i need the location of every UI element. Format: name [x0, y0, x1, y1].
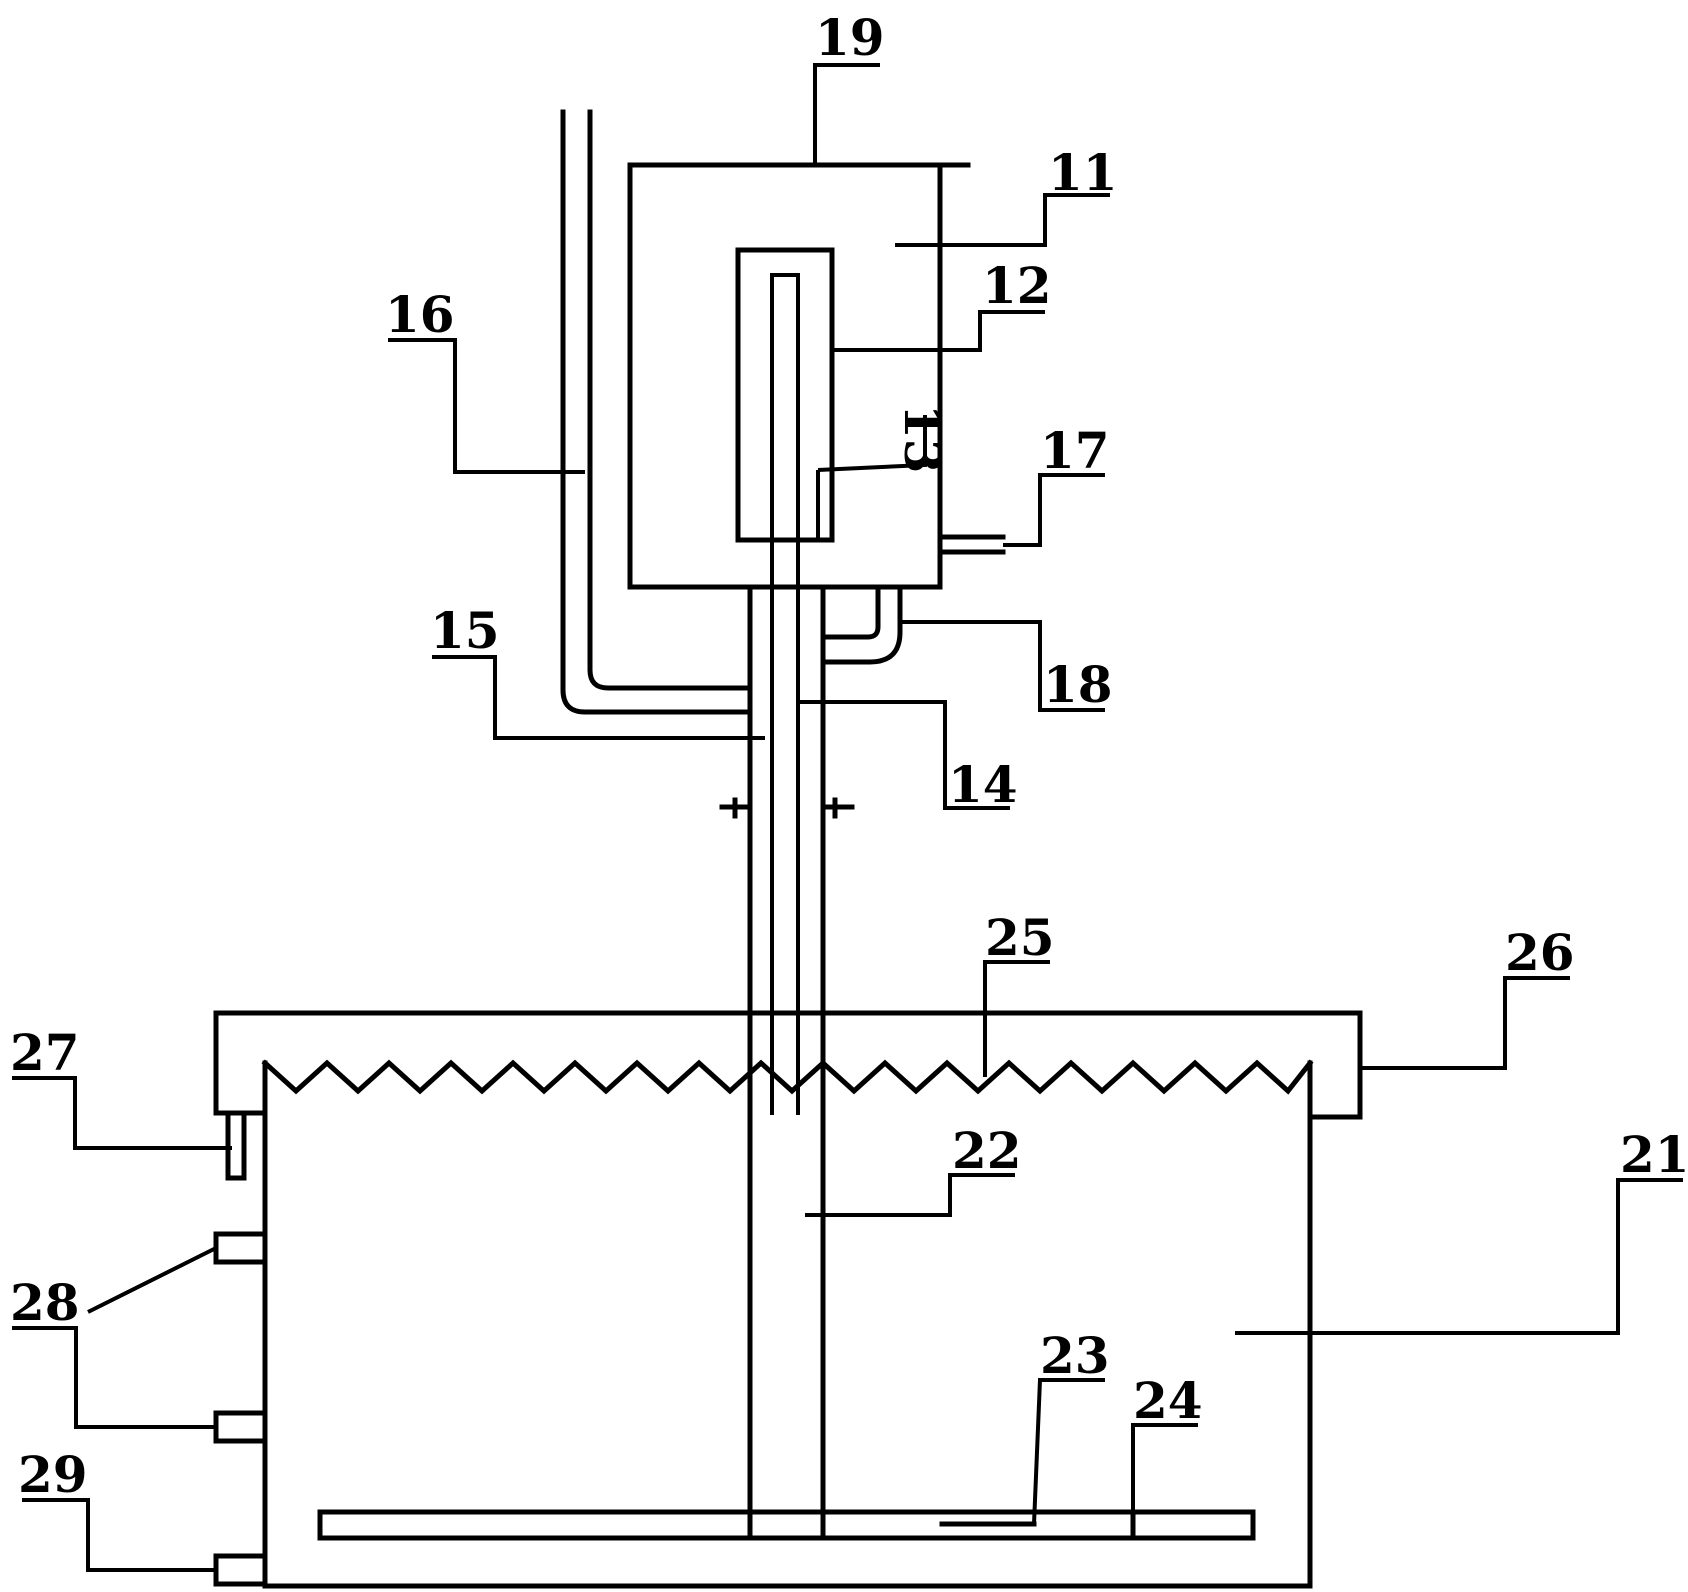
- inlet-pipe: [560, 109, 748, 715]
- label-15: 15: [430, 601, 500, 660]
- label-16: 16: [385, 285, 455, 344]
- label-24: 24: [1133, 1371, 1203, 1430]
- inner-chamber: [735, 247, 835, 1115]
- outlet-pipe: [824, 584, 903, 665]
- label-18: 18: [1043, 655, 1113, 714]
- label-23: 23: [1040, 1326, 1110, 1385]
- side-valve: [937, 534, 1006, 555]
- label-22: 22: [952, 1121, 1022, 1180]
- leader-lines: [12, 63, 1683, 1572]
- label-19: 19: [815, 8, 885, 67]
- upper-housing: [627, 162, 971, 590]
- label-29: 29: [18, 1445, 88, 1504]
- label-26: 26: [1505, 923, 1575, 982]
- label-12: 12: [982, 256, 1052, 315]
- label-27: 27: [10, 1023, 80, 1082]
- label-14: 14: [948, 755, 1018, 814]
- side-ports: [213, 1115, 268, 1587]
- label-25: 25: [985, 908, 1055, 967]
- label-13: 13: [893, 404, 952, 474]
- part-labels: 19 11 12 13 17 18 14 15 16 25 26 22 21 2…: [10, 8, 1688, 1504]
- lower-tank: [213, 1010, 1363, 1589]
- label-28: 28: [10, 1273, 80, 1332]
- label-17: 17: [1040, 421, 1110, 480]
- central-shafts: [719, 584, 855, 1541]
- label-11: 11: [1048, 143, 1118, 202]
- label-21: 21: [1620, 1125, 1688, 1184]
